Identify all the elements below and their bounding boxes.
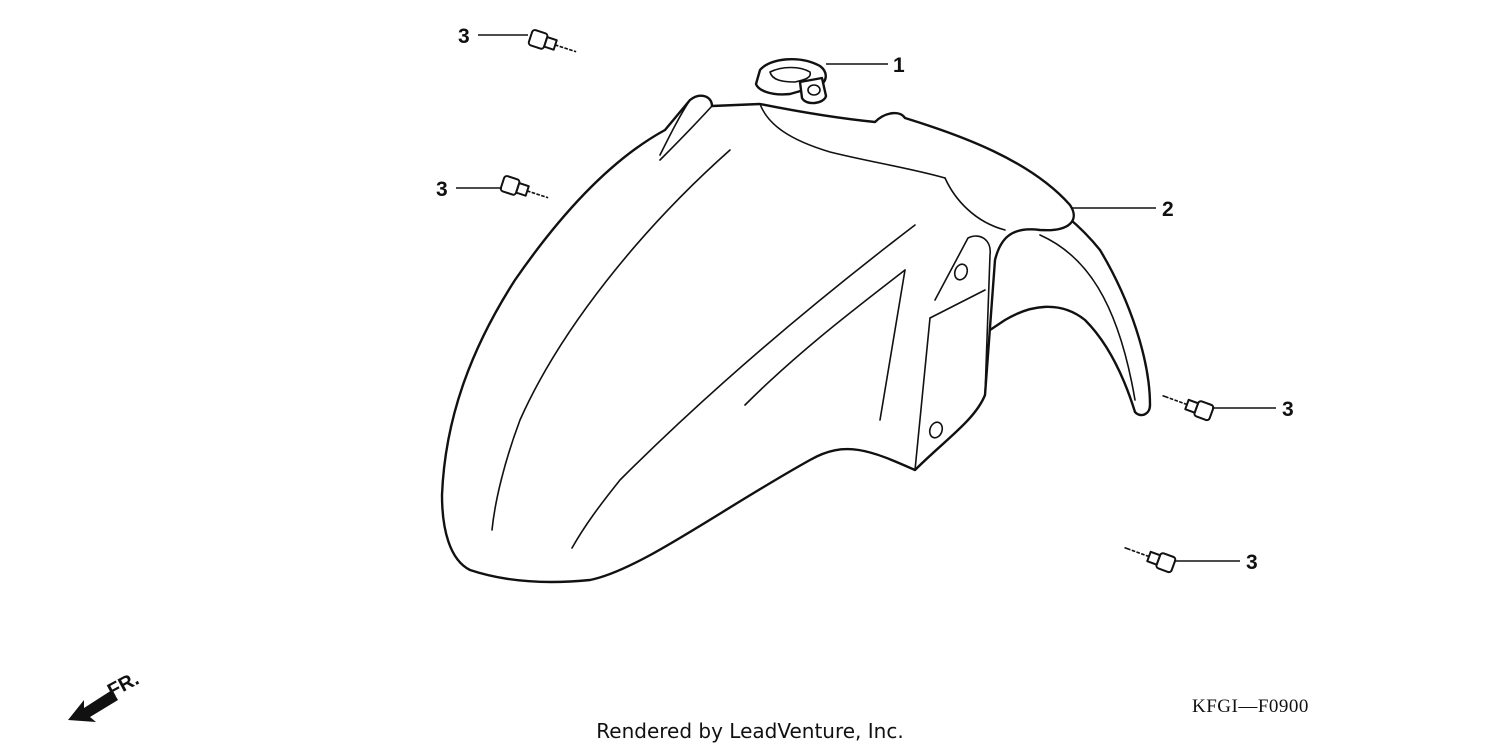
hose-guide-clamp[interactable]	[754, 57, 828, 105]
front-fender[interactable]	[440, 94, 1152, 584]
callout-part-3-right-lower[interactable]: 3	[1246, 551, 1258, 574]
callout-part-2[interactable]: 2	[1162, 198, 1174, 221]
callout-part-3-middle-left[interactable]: 3	[436, 178, 448, 201]
callout-part-1[interactable]: 1	[893, 54, 905, 77]
bolt-middle-left[interactable]	[499, 175, 551, 205]
front-direction-arrow-icon	[68, 690, 118, 722]
callout-part-3-top-left[interactable]: 3	[458, 25, 470, 48]
bolt-right-lower[interactable]	[1122, 540, 1177, 574]
diagram-code: KFGI—F0900	[1192, 696, 1309, 717]
footer-credit: Rendered by LeadVenture, Inc.	[596, 719, 903, 743]
callout-part-3-right-upper[interactable]: 3	[1282, 398, 1294, 421]
bolt-right-upper[interactable]	[1160, 388, 1215, 422]
bolt-top-left[interactable]	[527, 29, 579, 59]
